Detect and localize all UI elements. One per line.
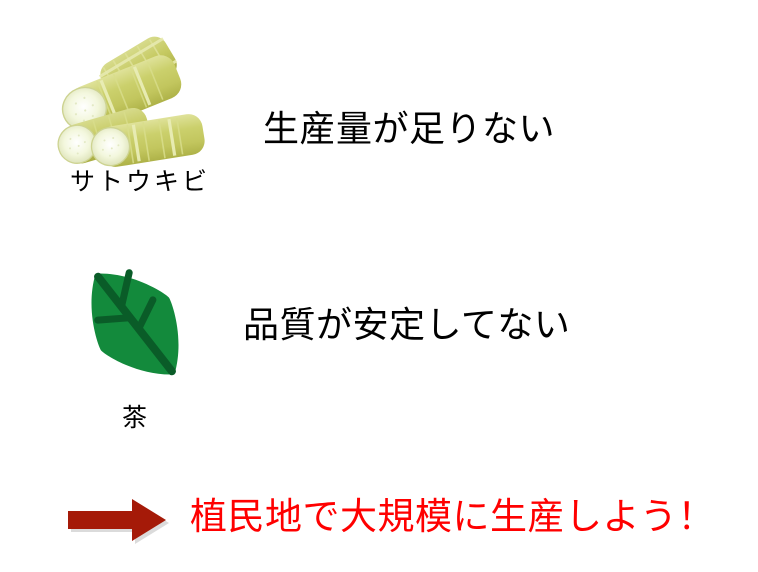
right-arrow-icon xyxy=(66,498,172,544)
conclusion-text: 植民地で大規模に生産しよう！ xyxy=(190,496,715,537)
tea-caption: 茶 xyxy=(122,404,148,432)
sugarcane-statement: 生産量が足りない xyxy=(263,108,556,149)
sugarcane-caption: サトウキビ xyxy=(70,168,211,196)
sugarcane-icon xyxy=(48,24,210,170)
tea-leaf-icon xyxy=(74,258,196,390)
tea-statement: 品質が安定してない xyxy=(243,304,571,345)
